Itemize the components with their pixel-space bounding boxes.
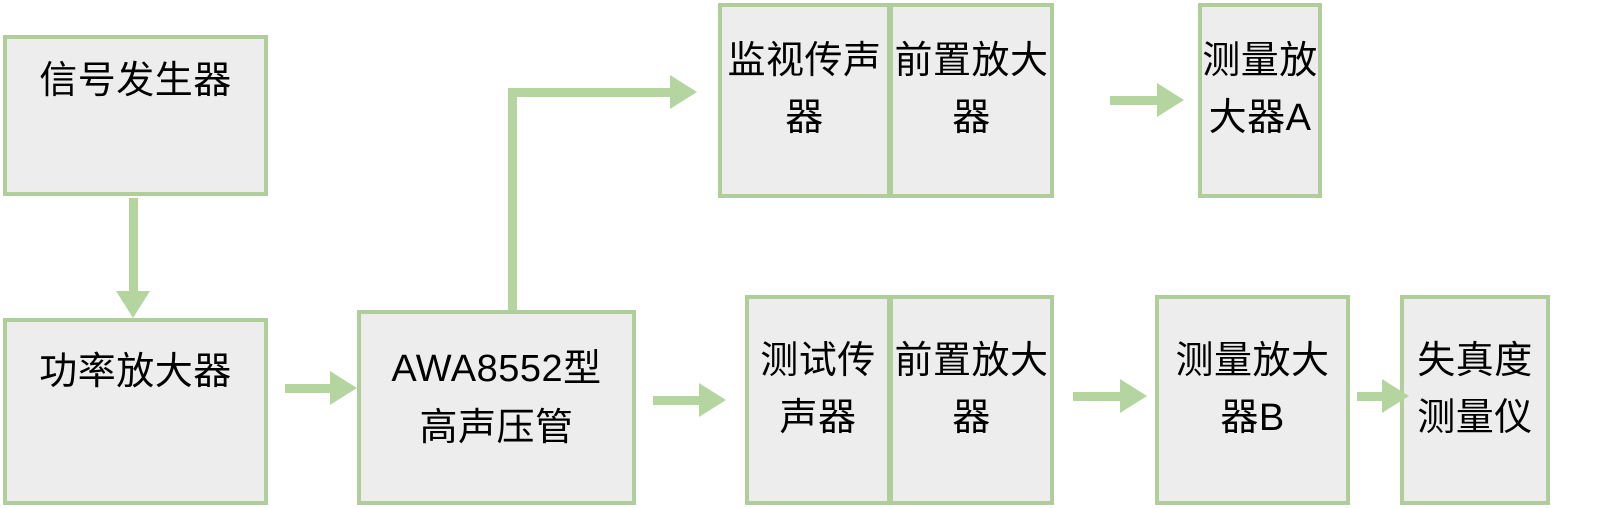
node-measuring-amplifier-a[interactable]: 测量放大器A	[1198, 3, 1322, 198]
node-label-preamplifier-bottom: 前置放大器	[894, 340, 1049, 439]
arrow-head-right-icon	[670, 75, 697, 109]
node-power-amplifier[interactable]: 功率放大器	[3, 318, 268, 505]
arrow-head-right-icon	[1382, 379, 1409, 413]
node-label-monitor-microphone: 监视传声器	[727, 40, 882, 139]
node-preamplifier-top[interactable]: 前置放大器	[889, 3, 1054, 198]
node-label-measuring-amplifier-b: 测量放大器B	[1175, 340, 1330, 439]
connector-line-horizontal	[285, 384, 332, 393]
connector-line-horizontal	[1357, 392, 1385, 401]
node-label-measuring-amplifier-a: 测量放大器A	[1202, 40, 1318, 139]
arrow-head-right-icon	[699, 383, 726, 417]
node-label-awa8552-tube: AWA8552型 高声压管	[391, 348, 602, 449]
connector-line-horizontal	[1073, 392, 1123, 401]
node-label-distortion-meter: 失真度 测量仪	[1417, 340, 1533, 439]
node-preamplifier-bottom[interactable]: 前置放大器	[889, 295, 1054, 505]
node-monitor-microphone[interactable]: 监视传声器	[718, 3, 891, 198]
connector-line-vertical	[129, 198, 138, 293]
connector-line-vertical	[508, 88, 517, 310]
node-label-signal-generator: 信号发生器	[39, 60, 232, 102]
node-measuring-amplifier-b[interactable]: 测量放大器B	[1155, 295, 1350, 505]
arrow-head-right-icon	[330, 371, 357, 405]
node-signal-generator[interactable]: 信号发生器	[3, 35, 268, 196]
node-distortion-meter[interactable]: 失真度 测量仪	[1400, 295, 1550, 505]
node-test-microphone[interactable]: 测试传声器	[745, 295, 891, 505]
connector-line-horizontal	[508, 88, 673, 97]
node-label-test-microphone: 测试传声器	[760, 340, 876, 439]
node-label-power-amplifier: 功率放大器	[39, 351, 232, 393]
node-awa8552-tube[interactable]: AWA8552型 高声压管	[357, 310, 636, 505]
arrow-head-right-icon	[1157, 83, 1184, 117]
node-label-preamplifier-top: 前置放大器	[894, 40, 1049, 139]
connector-line-horizontal	[653, 396, 701, 405]
arrow-head-right-icon	[1120, 379, 1147, 413]
connector-line-horizontal	[1110, 96, 1160, 105]
arrow-head-down-icon	[116, 291, 150, 318]
